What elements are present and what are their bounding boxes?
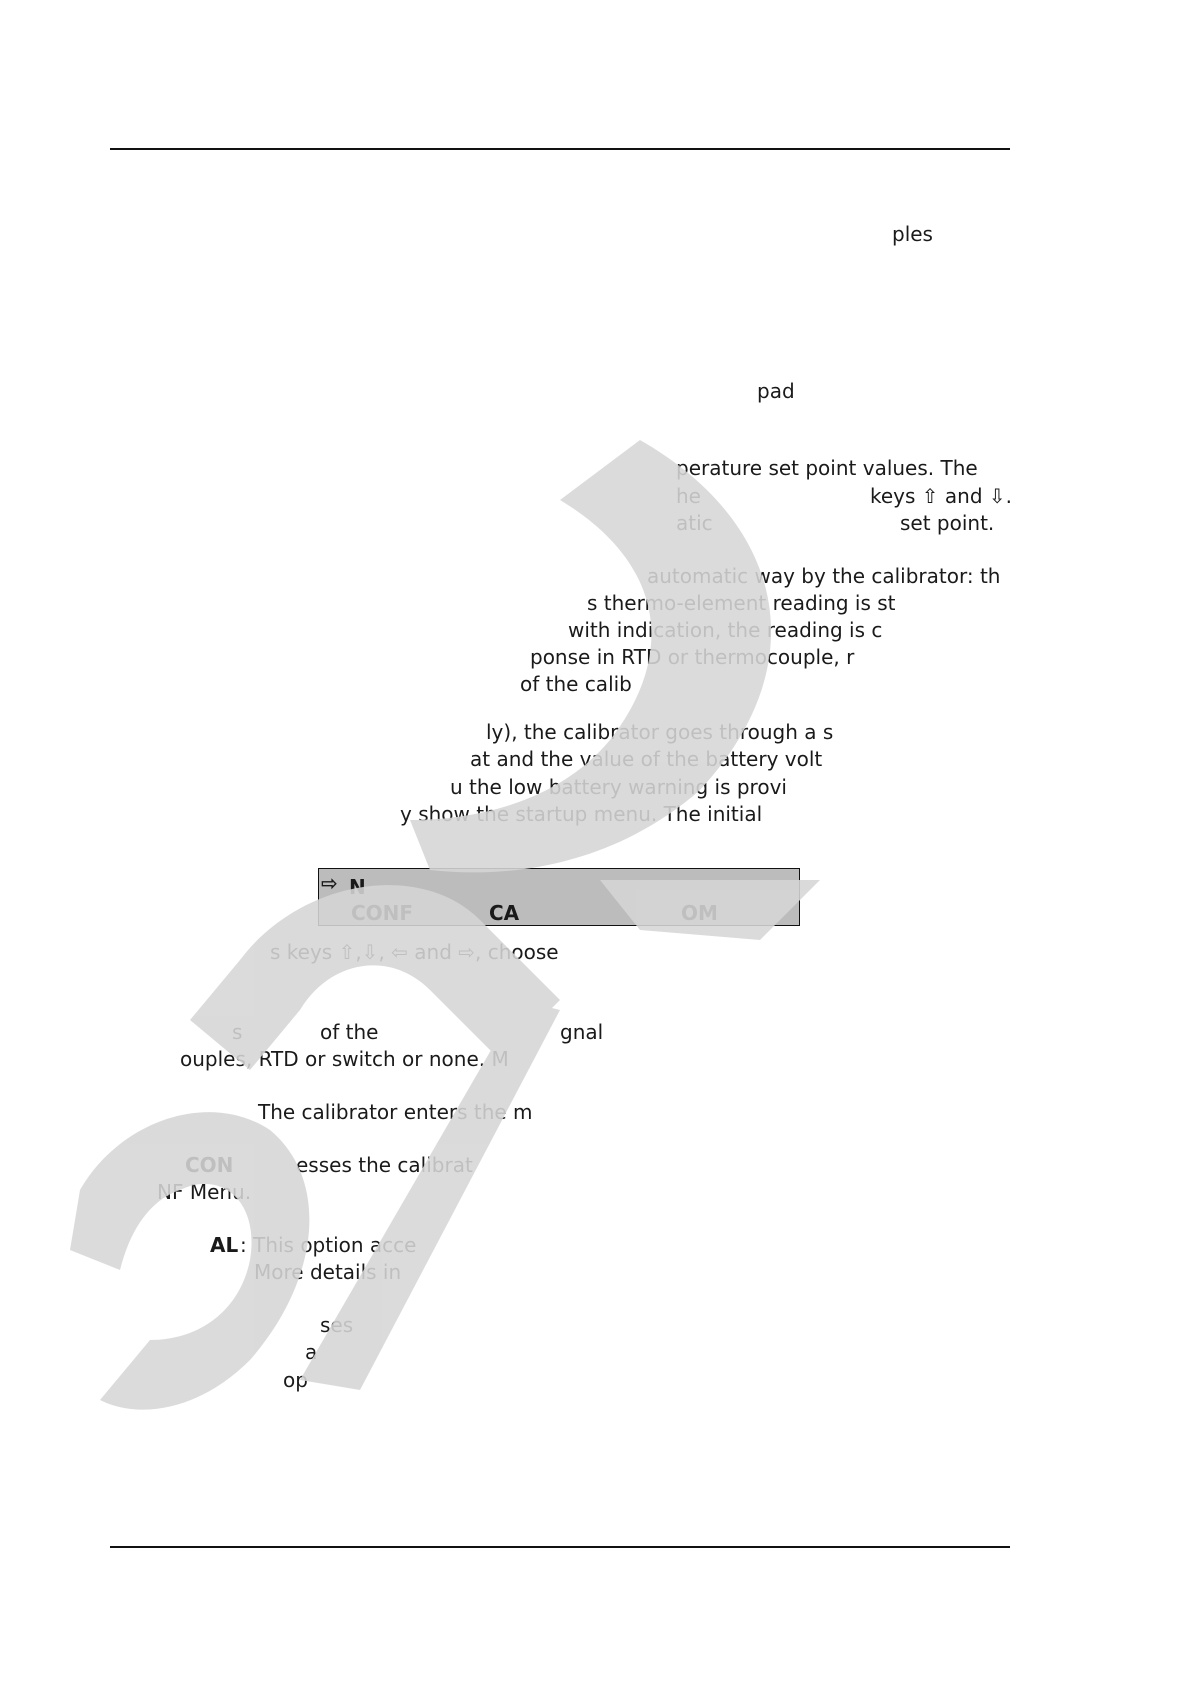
text-fragment-19: of the xyxy=(320,1020,379,1044)
display-com: OM xyxy=(681,901,718,925)
header-rule xyxy=(110,148,1010,150)
text-fragment-26: More details in xyxy=(254,1260,402,1284)
display-cal: CA xyxy=(489,901,520,925)
text-fragment-23: esses the calibrat xyxy=(296,1153,473,1177)
text-fragment-12: of the calib xyxy=(520,672,632,696)
text-fragment-14: at and the value of the battery volt xyxy=(470,747,823,771)
text-fragment-3: perature set point values. The xyxy=(676,456,978,480)
text-fragment-11: ponse in RTD or thermocouple, r xyxy=(530,645,855,669)
text-fragment-20: gnal xyxy=(560,1020,604,1044)
text-fragment-24: NF Menu. xyxy=(157,1180,252,1204)
text-fragment-15: u the low battery warning is provi xyxy=(450,775,787,799)
text-fragment-29: op xyxy=(283,1368,308,1392)
text-fragment-21: ouples, RTD or switch or none. M xyxy=(180,1047,509,1071)
text-fragment-25: : This option acce xyxy=(240,1233,417,1257)
bold-text-fragment-2: AL xyxy=(210,1233,239,1257)
display-line1: N xyxy=(349,875,366,899)
text-fragment-22: The calibrator enters the m xyxy=(258,1100,533,1124)
footer-rule xyxy=(110,1546,1010,1548)
text-fragment-6: atic xyxy=(676,511,713,535)
text-fragment-7: set point. xyxy=(900,511,995,535)
text-fragment-9: s thermo-element reading is st xyxy=(587,591,896,615)
text-fragment-1: ples xyxy=(892,222,933,246)
text-fragment-16: y show the startup menu. The initial xyxy=(400,802,763,826)
text-fragment-10: with indication, the reading is c xyxy=(568,618,883,642)
text-fragment-27: ses xyxy=(320,1313,354,1337)
text-fragment-2: pad xyxy=(757,379,795,403)
text-fragment-17: s keys ⇧,⇩, ⇦ and ⇨, choose xyxy=(270,940,559,964)
text-fragment-13: ly), the calibrator goes through a s xyxy=(486,720,834,744)
text-fragment-5: keys ⇧ and ⇩. xyxy=(870,484,1013,508)
text-fragment-28: a xyxy=(305,1340,318,1364)
arrow-right-icon: ⇨ xyxy=(321,871,338,895)
text-fragment-8: automatic way by the calibrator: th xyxy=(647,564,1001,588)
text-fragment-18: s xyxy=(232,1020,243,1044)
bold-text-fragment-1: CON xyxy=(185,1153,234,1177)
lcd-display: ⇨ N CONF CA OM xyxy=(318,868,800,926)
display-conf: CONF xyxy=(351,901,414,925)
text-fragment-4: he xyxy=(676,484,701,508)
